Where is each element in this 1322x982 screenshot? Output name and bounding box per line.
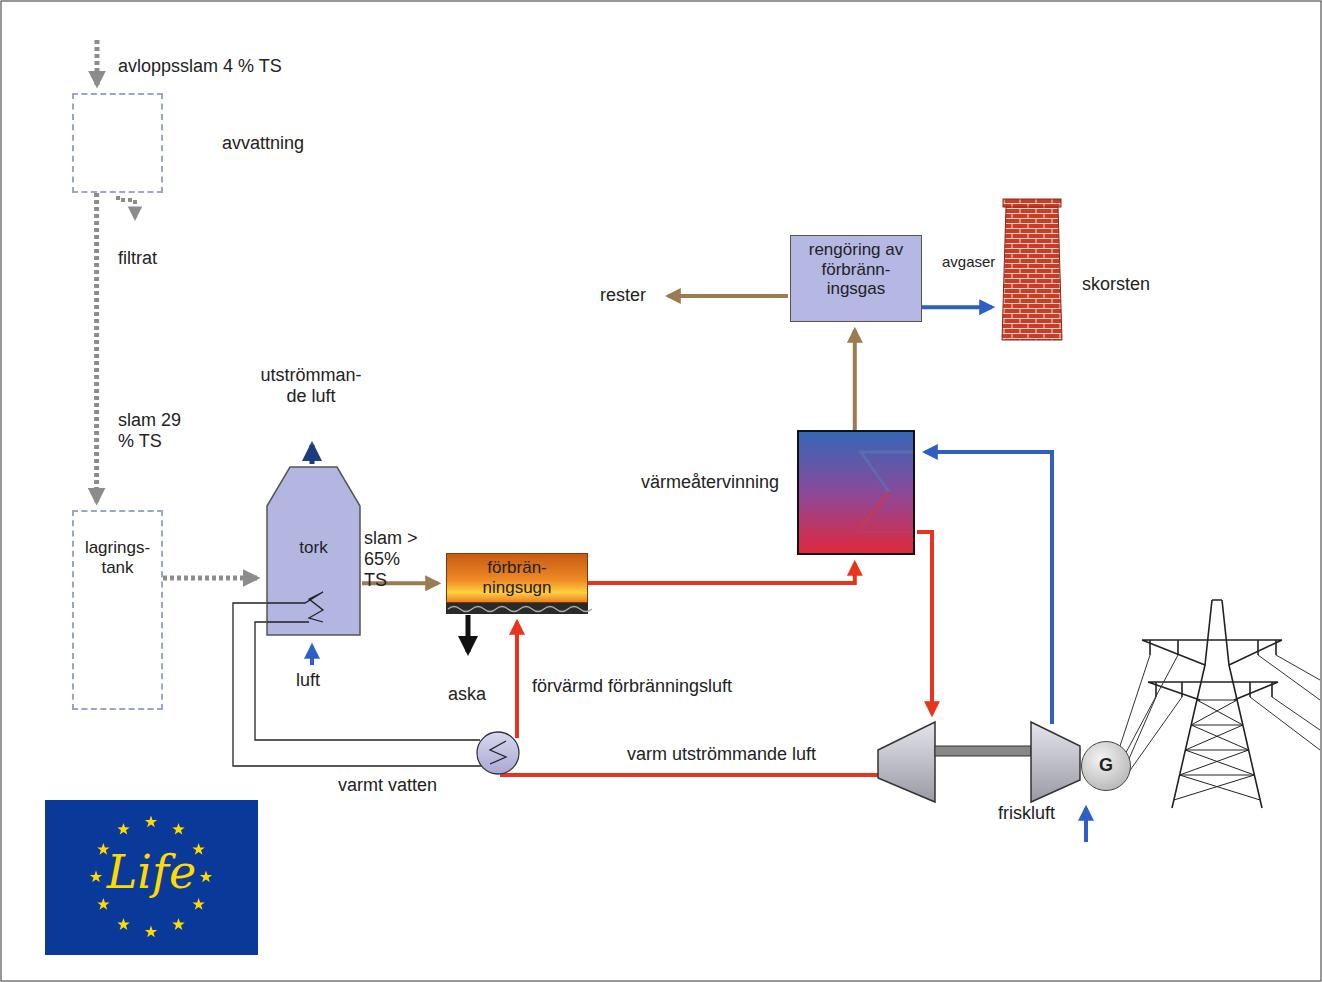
- node-label: förbrän- ningsugn: [447, 554, 587, 601]
- star: [145, 816, 157, 828]
- furnace-grate: [446, 603, 588, 614]
- node-label: skorsten: [1082, 274, 1150, 295]
- ash-arrow: [466, 615, 471, 652]
- heat-exchanger-circle: [477, 732, 519, 774]
- dryer: tork: [265, 466, 362, 636]
- star: [172, 823, 184, 835]
- power-tower: [1142, 600, 1282, 808]
- chimney-drawing: [1000, 198, 1064, 340]
- hot-exhaust-air-line: [500, 773, 878, 777]
- heat-exchanger-coil: [490, 741, 506, 764]
- star: [97, 898, 109, 910]
- annotation-label: friskluft: [998, 803, 1055, 824]
- node-label: lagrings- tank: [74, 512, 161, 581]
- node-label: G: [1082, 742, 1130, 780]
- air-inlet-arrow: [310, 646, 314, 665]
- node-label: rengöring av förbränn- ingsgas: [791, 236, 921, 303]
- annotation-label: filtrat: [118, 248, 157, 269]
- star: [117, 823, 129, 835]
- edge-label: slam > 65% TS: [364, 528, 420, 592]
- generator-circle: G: [1081, 741, 1131, 791]
- star: [117, 918, 129, 930]
- hot-air-to-turbine: [917, 532, 932, 714]
- heat-recovery-coil: [799, 432, 913, 553]
- hot-water-pipe: [255, 622, 480, 740]
- filtrate-outflow: [118, 196, 135, 218]
- star: [192, 898, 204, 910]
- annotation-label: varmt vatten: [338, 775, 437, 796]
- star: [90, 871, 102, 883]
- star: [200, 871, 212, 883]
- storage-tank: lagrings- tank: [72, 510, 163, 710]
- annotation-label: förvärmd förbränningsluft: [532, 676, 732, 697]
- edge-label: avgaser: [942, 253, 995, 271]
- shaft: [935, 746, 1031, 756]
- life-logo: [45, 800, 258, 955]
- sludge-inflow: [95, 40, 100, 85]
- grate-wave: [448, 607, 592, 612]
- node-label: tork: [265, 466, 362, 562]
- compressed-air-pipe: [925, 452, 1052, 724]
- star: [172, 918, 184, 930]
- flow-connector: [922, 305, 992, 309]
- heat-recovery-unit: värmeåtervinning: [797, 430, 915, 555]
- node-label: avvattning: [222, 133, 304, 154]
- logo-wordmark: Life: [45, 845, 258, 900]
- dewatering-box: avvattning: [72, 93, 163, 193]
- annotation-label: aska: [448, 684, 486, 705]
- flow-connector: [853, 330, 857, 430]
- annotation-label: varm utströmmande luft: [627, 744, 816, 765]
- annotation-label: rester: [600, 285, 646, 306]
- annotation-label: luft: [296, 670, 320, 691]
- preheated-air-arrow: [515, 622, 519, 738]
- flow-connector: [94, 193, 99, 502]
- flow-connector: [163, 576, 257, 581]
- residue-arrow: [668, 294, 788, 298]
- exhaust-air-arrow: [310, 445, 315, 464]
- chimney: skorsten: [1000, 198, 1064, 340]
- compressor: [1031, 722, 1080, 802]
- fresh-air-arrow: [1084, 808, 1088, 842]
- power-wires: [1118, 655, 1320, 776]
- edge-label: slam 29 % TS: [118, 410, 190, 452]
- star: [145, 926, 157, 938]
- annotation-label: avloppsslam 4 % TS: [118, 56, 282, 77]
- incinerator-furnace: förbrän- ningsugn: [446, 553, 588, 603]
- flue-gas-cleaning-box: rengöring av förbränn- ingsgas: [790, 235, 922, 322]
- tower-bracing: [1174, 700, 1260, 800]
- annotation-label: utströmman- de luft: [250, 365, 372, 407]
- turbine: [878, 722, 935, 802]
- flow-connector: [588, 563, 855, 583]
- node-label: värmeåtervinning: [641, 472, 779, 493]
